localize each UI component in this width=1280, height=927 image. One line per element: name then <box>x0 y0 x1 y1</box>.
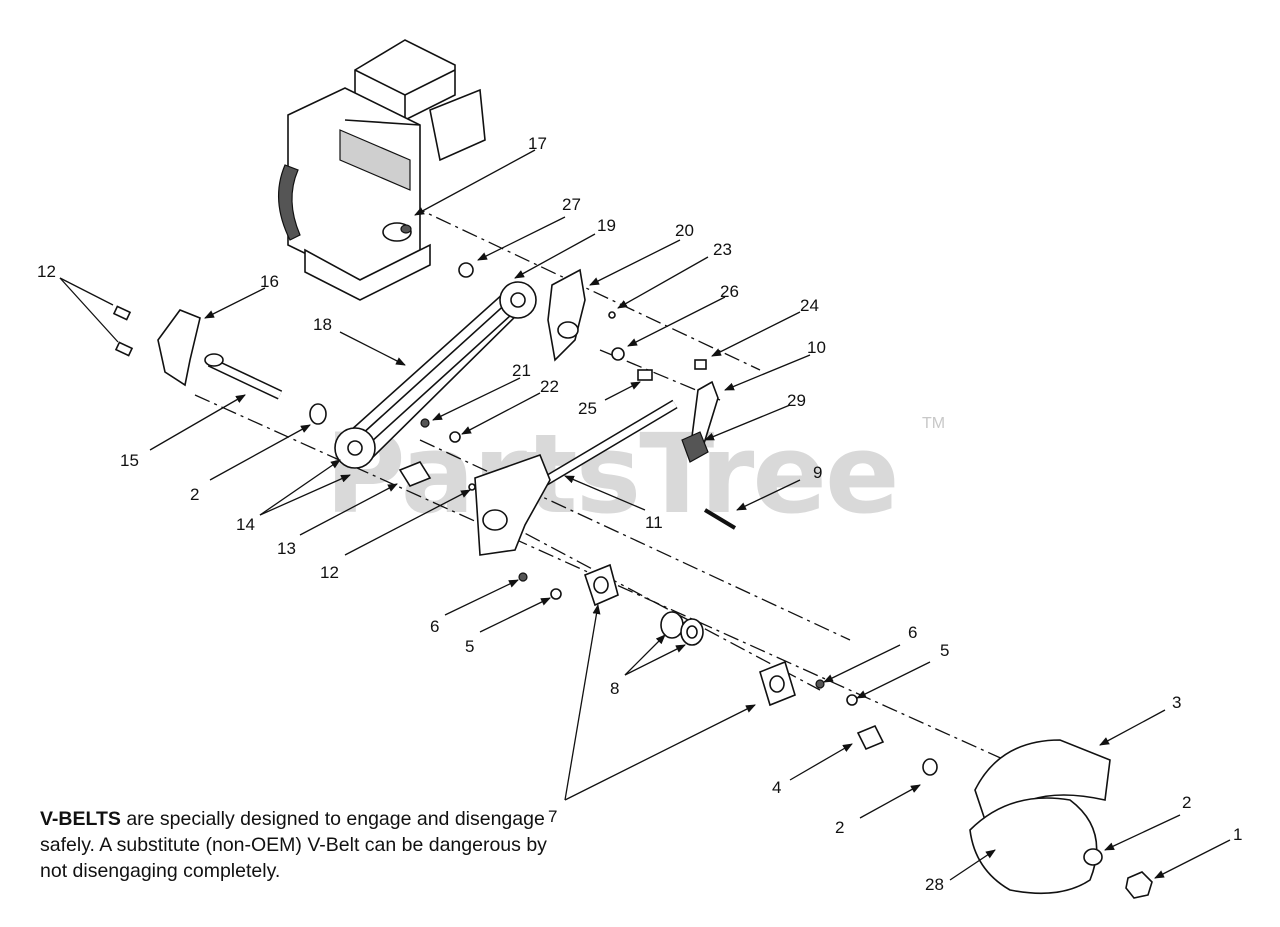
callout-3: 3 <box>1172 693 1181 712</box>
callout-27: 27 <box>562 195 581 214</box>
callout-1: 1 <box>1233 825 1242 844</box>
callout-19: 19 <box>597 216 616 235</box>
washer-2c <box>1083 848 1103 866</box>
bushing-4 <box>856 724 885 751</box>
callout-16: 16 <box>260 272 279 291</box>
callout-20: 20 <box>675 221 694 240</box>
callout-25: 25 <box>578 399 597 418</box>
callout-labels: 1 2 2 2 3 4 5 5 6 6 7 8 9 10 11 12 12 13… <box>37 134 1242 894</box>
bushing-13 <box>398 461 432 487</box>
nut-1 <box>1125 871 1153 899</box>
callout-21: 21 <box>512 361 531 380</box>
v-belt-18 <box>334 281 537 469</box>
callout-2-washer-left: 2 <box>190 485 199 504</box>
callout-6-left: 6 <box>430 617 439 636</box>
washer-2b <box>922 758 938 776</box>
idler-bracket-20 <box>547 268 586 362</box>
callout-5-right: 5 <box>940 641 949 660</box>
note-heading: V-BELTS <box>40 808 121 830</box>
pin-9 <box>703 508 737 530</box>
leader-lines <box>59 149 1231 881</box>
callout-4: 4 <box>772 778 781 797</box>
callout-10: 10 <box>807 338 826 357</box>
callout-22: 22 <box>540 377 559 396</box>
callout-18: 18 <box>313 315 332 334</box>
callout-11: 11 <box>645 513 663 532</box>
note-body: are specially designed to engage and dis… <box>40 808 547 882</box>
lever-clamp-29 <box>681 431 709 463</box>
washer-2 <box>309 403 327 425</box>
callout-9: 9 <box>813 463 822 482</box>
callout-8: 8 <box>610 679 619 698</box>
callout-26: 26 <box>720 282 739 301</box>
callout-6-right: 6 <box>908 623 917 642</box>
engine <box>277 39 486 301</box>
callout-17: 17 <box>528 134 547 153</box>
watermark-trademark: TM <box>922 415 945 432</box>
callout-2-washer-mid: 2 <box>835 818 844 837</box>
spacers-8 <box>660 611 704 646</box>
belt-guard-bracket <box>157 309 201 387</box>
callout-28: 28 <box>925 875 944 894</box>
callout-15: 15 <box>120 451 139 470</box>
callout-12-top: 12 <box>37 262 56 281</box>
callout-13: 13 <box>277 539 296 558</box>
bolt-pair-12 <box>112 305 134 357</box>
edger-blade-28 <box>969 797 1098 895</box>
small-hardware <box>420 262 858 706</box>
callout-14: 14 <box>236 515 255 534</box>
callout-24: 24 <box>800 296 819 315</box>
v-belt-safety-note: V-BELTS are specially designed to engage… <box>40 806 560 884</box>
shaft-15 <box>204 353 283 400</box>
callout-2-washer-right: 2 <box>1182 793 1191 812</box>
callout-5-left: 5 <box>465 637 474 656</box>
callout-29: 29 <box>787 391 806 410</box>
callout-12-bottom: 12 <box>320 563 339 582</box>
callout-7: 7 <box>548 807 557 826</box>
callout-23: 23 <box>713 240 732 259</box>
